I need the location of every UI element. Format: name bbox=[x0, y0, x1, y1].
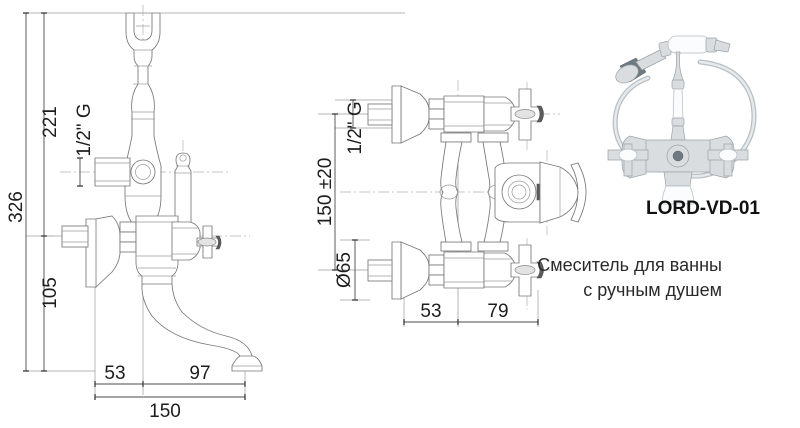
dim-spout-reach: 97 bbox=[189, 363, 210, 384]
product-code: LORD-VD-01 bbox=[646, 198, 760, 219]
dim-spout-drop: 105 bbox=[40, 277, 61, 309]
product-description-line1: Смеситель для ванны bbox=[537, 255, 722, 275]
front-view-upper-inlet bbox=[367, 85, 544, 144]
dim-thread-callout-side: 1/2" G bbox=[74, 103, 95, 156]
front-view-lower-inlet bbox=[367, 241, 544, 300]
front-view-dimension-lines bbox=[332, 99, 539, 325]
side-view-faucet-body bbox=[61, 12, 263, 372]
dim-overall-height: 326 bbox=[6, 191, 27, 223]
dim-body-width-right: 79 bbox=[487, 301, 508, 322]
dim-thread-callout-front: 1/2" G bbox=[345, 101, 366, 154]
dim-body-width-left: 53 bbox=[420, 301, 441, 322]
side-view-dimension-lines bbox=[23, 12, 246, 400]
front-view-center-body bbox=[439, 132, 587, 252]
product-description-line2: с ручным душем bbox=[583, 280, 722, 300]
dim-total-projection: 150 bbox=[149, 401, 181, 422]
handshower bbox=[615, 35, 731, 84]
side-view-group: 326 221 105 1/2" G 53 97 150 bbox=[6, 5, 405, 422]
product-photo bbox=[607, 25, 792, 205]
dim-inlet-height: 221 bbox=[40, 106, 61, 138]
dim-body-depth: 53 bbox=[104, 363, 125, 384]
dim-inlet-spacing: 150 ±20 bbox=[315, 158, 336, 227]
dim-flange-diameter: Ø65 bbox=[334, 252, 355, 288]
front-view-group: 150 ±20 1/2" G Ø65 53 79 bbox=[315, 80, 587, 327]
